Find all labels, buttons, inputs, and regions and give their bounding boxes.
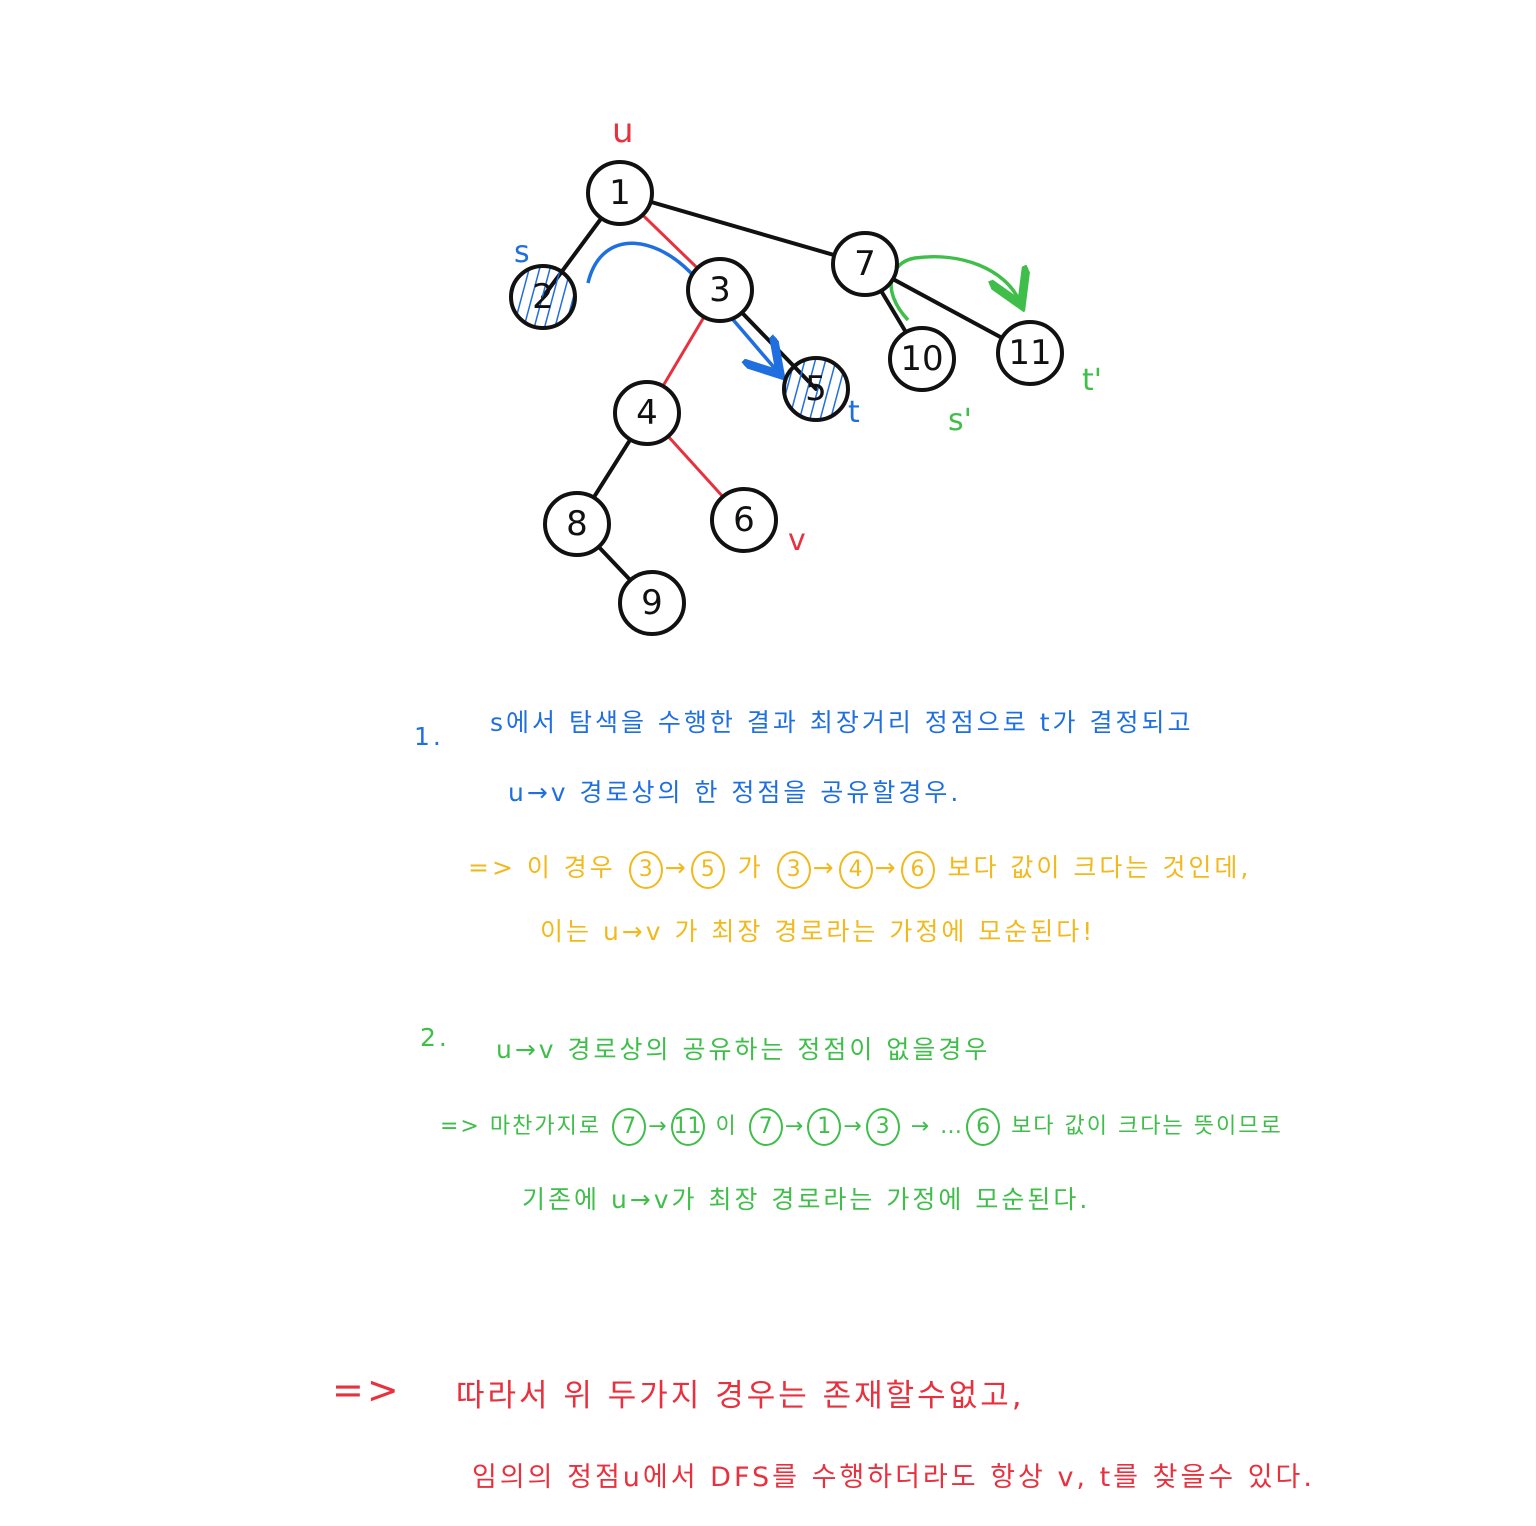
node-circle xyxy=(613,380,681,446)
circled-3: 3 xyxy=(776,851,811,889)
node-circle xyxy=(618,570,686,636)
node-label: 3 xyxy=(709,270,731,310)
node-circle xyxy=(888,326,956,392)
case2-line1: u→v 경로상의 공유하는 정점이 없을경우 xyxy=(496,1035,991,1064)
node-10: 10 xyxy=(888,326,956,392)
label-v: v xyxy=(788,523,806,558)
label-s-prime: s' xyxy=(948,403,972,438)
edge-1-7 xyxy=(618,191,867,266)
case2-conclusion1: => 마찬가지로 7→11 이 7→1→3 → …6 보다 값이 크다는 뜻이므… xyxy=(440,1108,1283,1146)
node-circle xyxy=(509,264,577,330)
case1-conc1-prefix: => 이 경우 xyxy=(468,853,616,882)
circled-5: 5 xyxy=(690,851,725,889)
node-label: 8 xyxy=(566,504,588,544)
circled-7: 7 xyxy=(612,1108,647,1146)
case2-conc1-mid: 이 xyxy=(715,1114,738,1139)
circled-11: 11 xyxy=(670,1108,705,1146)
case2-conc1-suffix: 보다 값이 크다는 뜻이므로 xyxy=(1011,1114,1283,1139)
node-circle xyxy=(543,491,611,557)
node-3: 3 xyxy=(686,257,754,323)
label-t: t xyxy=(848,395,860,430)
node-2: 2 xyxy=(509,264,577,330)
case1-line2: u→v 경로상의 한 정점을 공유할경우. xyxy=(508,778,962,807)
node-label: 4 xyxy=(636,393,658,433)
node-circle xyxy=(996,320,1064,386)
node-8: 8 xyxy=(543,491,611,557)
case1-conclusion2: 이는 u→v 가 최장 경로라는 가정에 모순된다! xyxy=(540,917,1096,946)
node-circle xyxy=(686,257,754,323)
circled-3: 3 xyxy=(628,851,663,889)
node-9: 9 xyxy=(618,570,686,636)
node-label: 11 xyxy=(1008,333,1051,373)
final-line2: 임의의 정점u에서 DFS를 수행하더라도 항상 v, t를 찾을수 있다. xyxy=(472,1462,1315,1493)
case1-number: 1. xyxy=(414,722,444,751)
node-circle xyxy=(782,356,850,422)
label-s: s xyxy=(514,235,530,270)
node-6: 6 xyxy=(710,487,778,553)
circled-4: 4 xyxy=(838,851,873,889)
case1-conc1-suffix: 보다 값이 크다는 것인데, xyxy=(947,853,1252,882)
label-u: u xyxy=(612,111,634,151)
node-1: 1 xyxy=(586,160,654,226)
case1-line1: s에서 탐색을 수행한 결과 최장거리 정점으로 t가 결정되고 xyxy=(490,708,1194,737)
blue-path-arrow xyxy=(586,241,778,372)
case2-conc1-prefix: => 마찬가지로 xyxy=(440,1114,602,1139)
circled-3: 3 xyxy=(865,1108,900,1146)
green-path-arrow xyxy=(889,255,1020,322)
tree-nodes: 1 2 3 4 5 6 7 8 9 10 11 xyxy=(509,160,1064,636)
node-label: 5 xyxy=(805,369,827,409)
node-circle xyxy=(586,160,654,226)
case2-number: 2. xyxy=(420,1023,450,1052)
tree-labels: u v s t s' t' xyxy=(514,111,1102,558)
node-label: 9 xyxy=(641,583,663,623)
final-line1: 따라서 위 두가지 경우는 존재할수없고, xyxy=(456,1378,1025,1414)
path-arrows xyxy=(586,241,1020,372)
node-11: 11 xyxy=(996,320,1064,386)
case2-conclusion2: 기존에 u→v가 최장 경로라는 가정에 모순된다. xyxy=(522,1185,1091,1214)
node-circle xyxy=(710,487,778,553)
node-7: 7 xyxy=(831,231,899,297)
node-label: 6 xyxy=(733,500,755,540)
circled-1: 1 xyxy=(807,1108,842,1146)
circled-7: 7 xyxy=(748,1108,783,1146)
node-label: 2 xyxy=(532,277,554,317)
final-arrow: => xyxy=(332,1368,402,1412)
node-label: 1 xyxy=(609,173,631,213)
case1-conc1-mid: 가 xyxy=(737,853,764,882)
case1-conclusion1: => 이 경우 3→5 가 3→4→6 보다 값이 크다는 것인데, xyxy=(468,848,1251,889)
node-5: 5 xyxy=(782,356,850,422)
node-circle xyxy=(831,231,899,297)
node-4: 4 xyxy=(613,380,681,446)
circled-6: 6 xyxy=(966,1108,1001,1146)
node-label: 7 xyxy=(854,244,876,284)
label-t-prime: t' xyxy=(1082,363,1102,398)
circled-6: 6 xyxy=(900,851,935,889)
case2-conc1-dots: → … xyxy=(910,1114,965,1139)
node-label: 10 xyxy=(900,339,943,379)
